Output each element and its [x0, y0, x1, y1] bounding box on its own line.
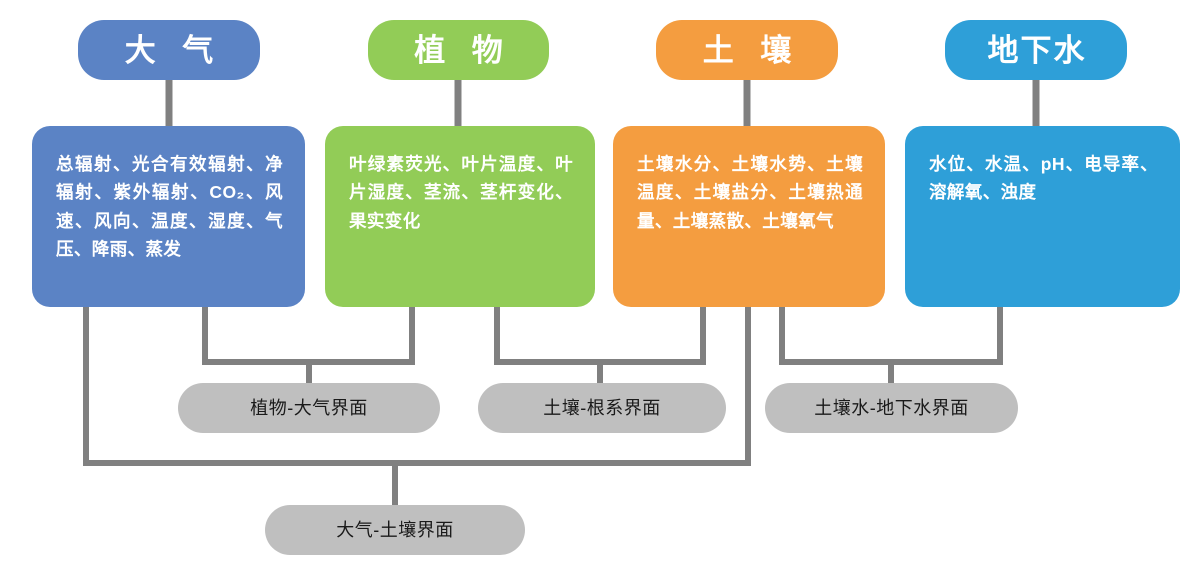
- param-list-groundwater: 水位、水温、pH、电导率、溶解氧、浊度: [929, 154, 1158, 203]
- header-pill-atmosphere[interactable]: 大 气: [78, 20, 260, 80]
- header-pill-groundwater[interactable]: 地下水: [945, 20, 1127, 80]
- param-box-soil[interactable]: 土壤水分、土壤水势、土壤温度、土壤盐分、土壤热通量、土壤蒸散、土壤氧气: [613, 126, 885, 307]
- interface-pill-soilwater-groundwater[interactable]: 土壤水-地下水界面: [765, 383, 1018, 433]
- header-pill-soil[interactable]: 土 壤: [656, 20, 838, 80]
- bracket-atmosphere-soil: [83, 307, 751, 466]
- param-list-soil: 土壤水分、土壤水势、土壤温度、土壤盐分、土壤热通量、土壤蒸散、土壤氧气: [637, 154, 863, 231]
- param-list-atmosphere: 总辐射、光合有效辐射、净辐射、紫外辐射、CO₂、风速、风向、温度、湿度、气压、降…: [56, 154, 283, 260]
- interface-pill-atmosphere-soil[interactable]: 大气-土壤界面: [265, 505, 525, 555]
- header-pill-plant[interactable]: 植 物: [368, 20, 549, 80]
- bracket-soil-root: [494, 307, 706, 365]
- interface-pill-soil-root[interactable]: 土壤-根系界面: [478, 383, 726, 433]
- param-box-plant[interactable]: 叶绿素荧光、叶片温度、叶片湿度、茎流、茎杆变化、果实变化: [325, 126, 595, 307]
- bracket-plant-atmosphere: [202, 307, 415, 365]
- param-box-atmosphere[interactable]: 总辐射、光合有效辐射、净辐射、紫外辐射、CO₂、风速、风向、温度、湿度、气压、降…: [32, 126, 305, 307]
- param-list-plant: 叶绿素荧光、叶片温度、叶片湿度、茎流、茎杆变化、果实变化: [349, 154, 573, 231]
- bracket-soilwater-groundwater: [779, 307, 1003, 365]
- param-box-groundwater[interactable]: 水位、水温、pH、电导率、溶解氧、浊度: [905, 126, 1180, 307]
- interface-pill-plant-atmosphere[interactable]: 植物-大气界面: [178, 383, 440, 433]
